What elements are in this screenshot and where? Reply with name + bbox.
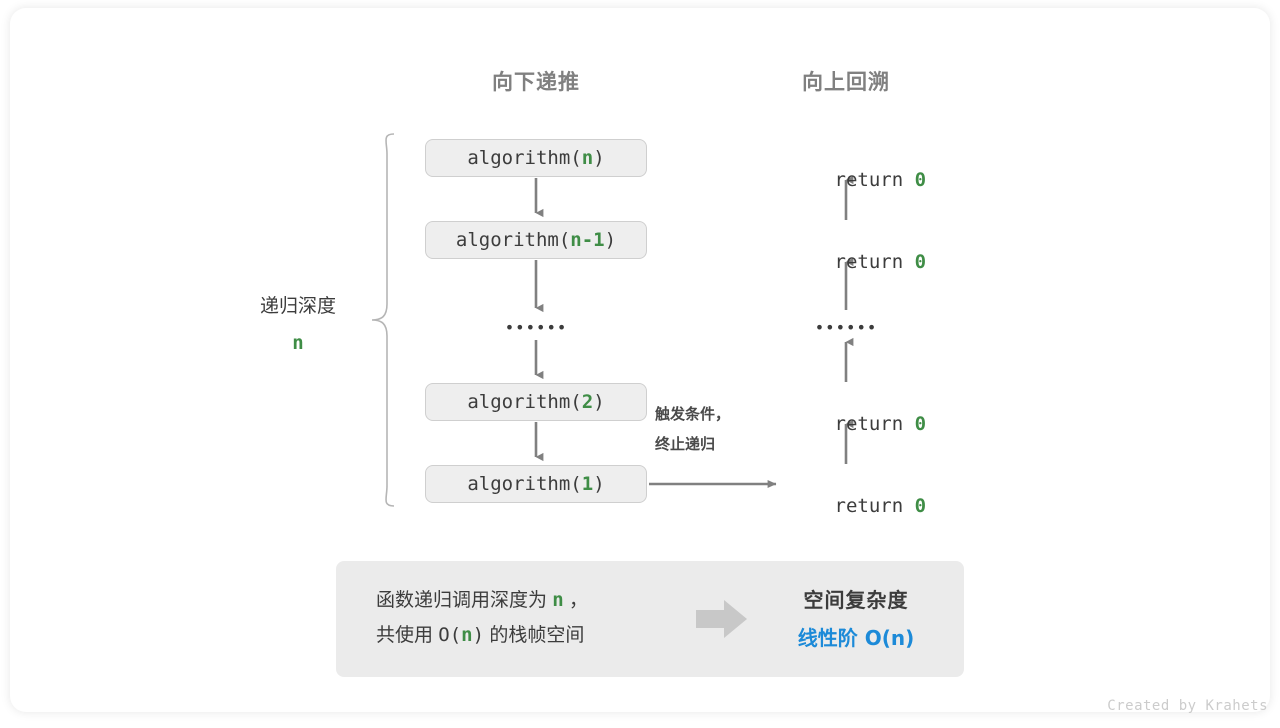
summary-line1-pre: 函数递归调用深度为 [376, 590, 553, 611]
ellipsis-right: •••••• [814, 318, 878, 337]
summary-line2-var: n [461, 624, 473, 647]
diagram-stage: 向下递推 向上回溯 递归深度 n algorithm(n) algorithm(… [10, 8, 1280, 728]
depth-brace-icon [371, 133, 395, 507]
return-statement-4: return 0 [746, 473, 946, 539]
call-box-arg: 2 [581, 391, 594, 413]
depth-label-value: n [292, 332, 304, 355]
return-statement-1: return 0 [746, 147, 946, 213]
call-box-close: ) [593, 473, 605, 495]
call-box-arg: n [581, 147, 594, 169]
call-box-n-minus-1[interactable]: algorithm(n-1) [425, 221, 647, 259]
summary-line2-open: O( [438, 624, 462, 647]
summary-line2-close: ) [472, 624, 485, 647]
call-box-name: algorithm( [467, 391, 582, 413]
call-box-close: ) [593, 147, 605, 169]
return-value: 0 [914, 413, 927, 435]
call-box-arg: n-1 [570, 229, 605, 251]
return-keyword: return [834, 169, 915, 191]
return-statement-3: return 0 [746, 391, 946, 457]
summary-result: 空间复杂度 线性阶 O(n) [756, 583, 956, 657]
return-value: 0 [914, 251, 927, 273]
return-statement-2: return 0 [746, 229, 946, 295]
summary-result-value: 线性阶 O(n) [797, 626, 915, 650]
call-box-2[interactable]: algorithm(2) [425, 383, 647, 421]
summary-line2-post: 的栈帧空间 [484, 625, 585, 647]
ellipsis-left: •••••• [504, 318, 568, 337]
return-keyword: return [834, 495, 915, 517]
page-card: 向下递推 向上回溯 递归深度 n algorithm(n) algorithm(… [10, 8, 1270, 714]
call-box-1[interactable]: algorithm(1) [425, 465, 647, 503]
return-keyword: return [834, 251, 915, 273]
call-box-arg: 1 [581, 473, 594, 495]
summary-result-title: 空间复杂度 [803, 590, 909, 612]
return-value: 0 [914, 169, 927, 191]
summary-line1-post: ， [563, 590, 589, 611]
column-heading-down: 向下递推 [492, 71, 580, 94]
column-heading-up: 向上回溯 [802, 71, 890, 94]
summary-line2-pre: 共使用 [376, 625, 439, 647]
summary-panel: 函数递归调用深度为 n ， 共使用 O(n) 的栈帧空间 空间复杂度 线性阶 O… [336, 561, 964, 677]
connector-arrows [534, 175, 854, 488]
summary-line1-var: n [552, 589, 564, 611]
depth-label-group: 递归深度 n [198, 289, 398, 361]
call-box-name: algorithm( [467, 473, 582, 495]
right-arrow-icon [696, 600, 747, 638]
return-value: 0 [914, 495, 927, 517]
summary-description: 函数递归调用深度为 n ， 共使用 O(n) 的栈帧空间 [376, 583, 588, 653]
return-keyword: return [834, 413, 915, 435]
call-box-close: ) [604, 229, 617, 251]
call-box-name: algorithm( [467, 147, 582, 169]
footer-credit: Created by Krahets [1107, 698, 1268, 714]
base-case-note: 触发条件， 终止递归 [655, 406, 731, 453]
call-box-n[interactable]: algorithm(n) [425, 139, 647, 177]
call-box-name: algorithm( [455, 229, 571, 251]
call-box-close: ) [593, 391, 605, 413]
depth-label-text: 递归深度 [259, 296, 336, 317]
